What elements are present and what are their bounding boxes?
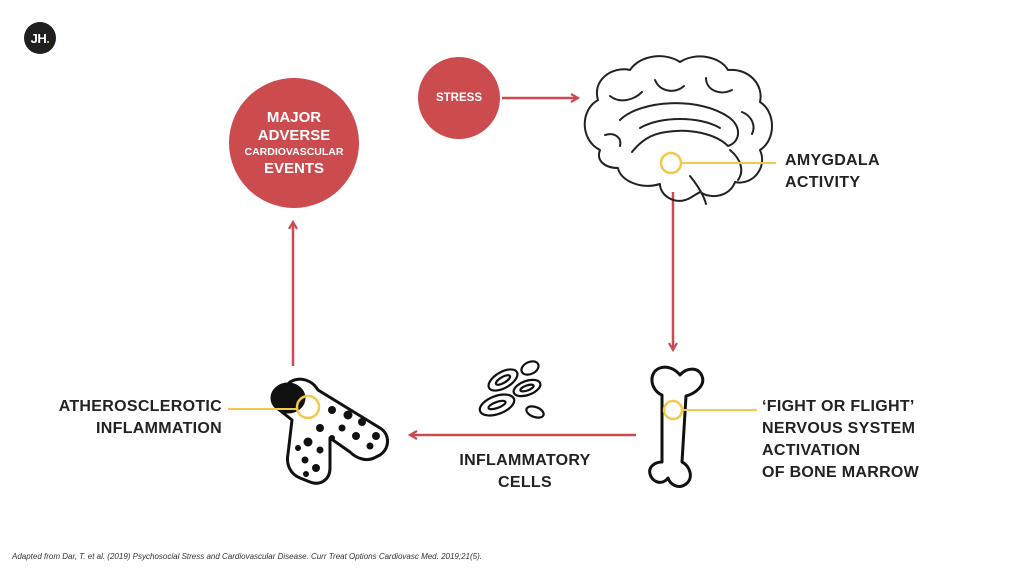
brain-icon [583,55,773,205]
inflammatory-cells-label: INFLAMMATORY CELLS [452,450,598,494]
fight-line3: ACTIVATION [762,442,861,459]
athero-line2: INFLAMMATION [96,420,222,437]
citation: Adapted from Dar, T. et al. (2019) Psych… [12,552,482,561]
fight-line2: NERVOUS SYSTEM [762,420,916,437]
mace-line2: ADVERSE [257,126,331,144]
jh-logo: JH. [24,22,56,54]
stress-label: STRESS [435,92,482,104]
mace-line1: MAJOR [266,108,322,126]
athero-line1: ATHEROSCLEROTIC [58,398,222,415]
logo-dot: . [46,30,50,46]
atherosclerotic-label: ATHEROSCLEROTIC INFLAMMATION [50,396,222,440]
fight-line4: OF BONE MARROW [762,464,920,481]
mace-circle: MAJOR ADVERSE CARDIOVASCULAR EVENTS [229,78,359,208]
cells-line1: INFLAMMATORY [459,452,591,469]
stress-circle: STRESS [418,57,500,139]
bone-icon [648,365,705,488]
amygdala-line2: ACTIVITY [785,174,861,191]
amygdala-line1: AMYGDALA [785,152,880,169]
mace-line4: EVENTS [263,159,324,177]
cells-line2: CELLS [498,474,552,491]
amygdala-label: AMYGDALA ACTIVITY [785,150,880,194]
artery-icon [270,377,389,485]
blood-cells-icon [478,360,545,419]
fight-flight-label: ‘FIGHT OR FLIGHT’ NERVOUS SYSTEM ACTIVAT… [762,396,919,484]
fight-line1: ‘FIGHT OR FLIGHT’ [762,398,915,415]
logo-text: JH [30,30,47,46]
mace-line3: CARDIOVASCULAR [244,145,344,158]
